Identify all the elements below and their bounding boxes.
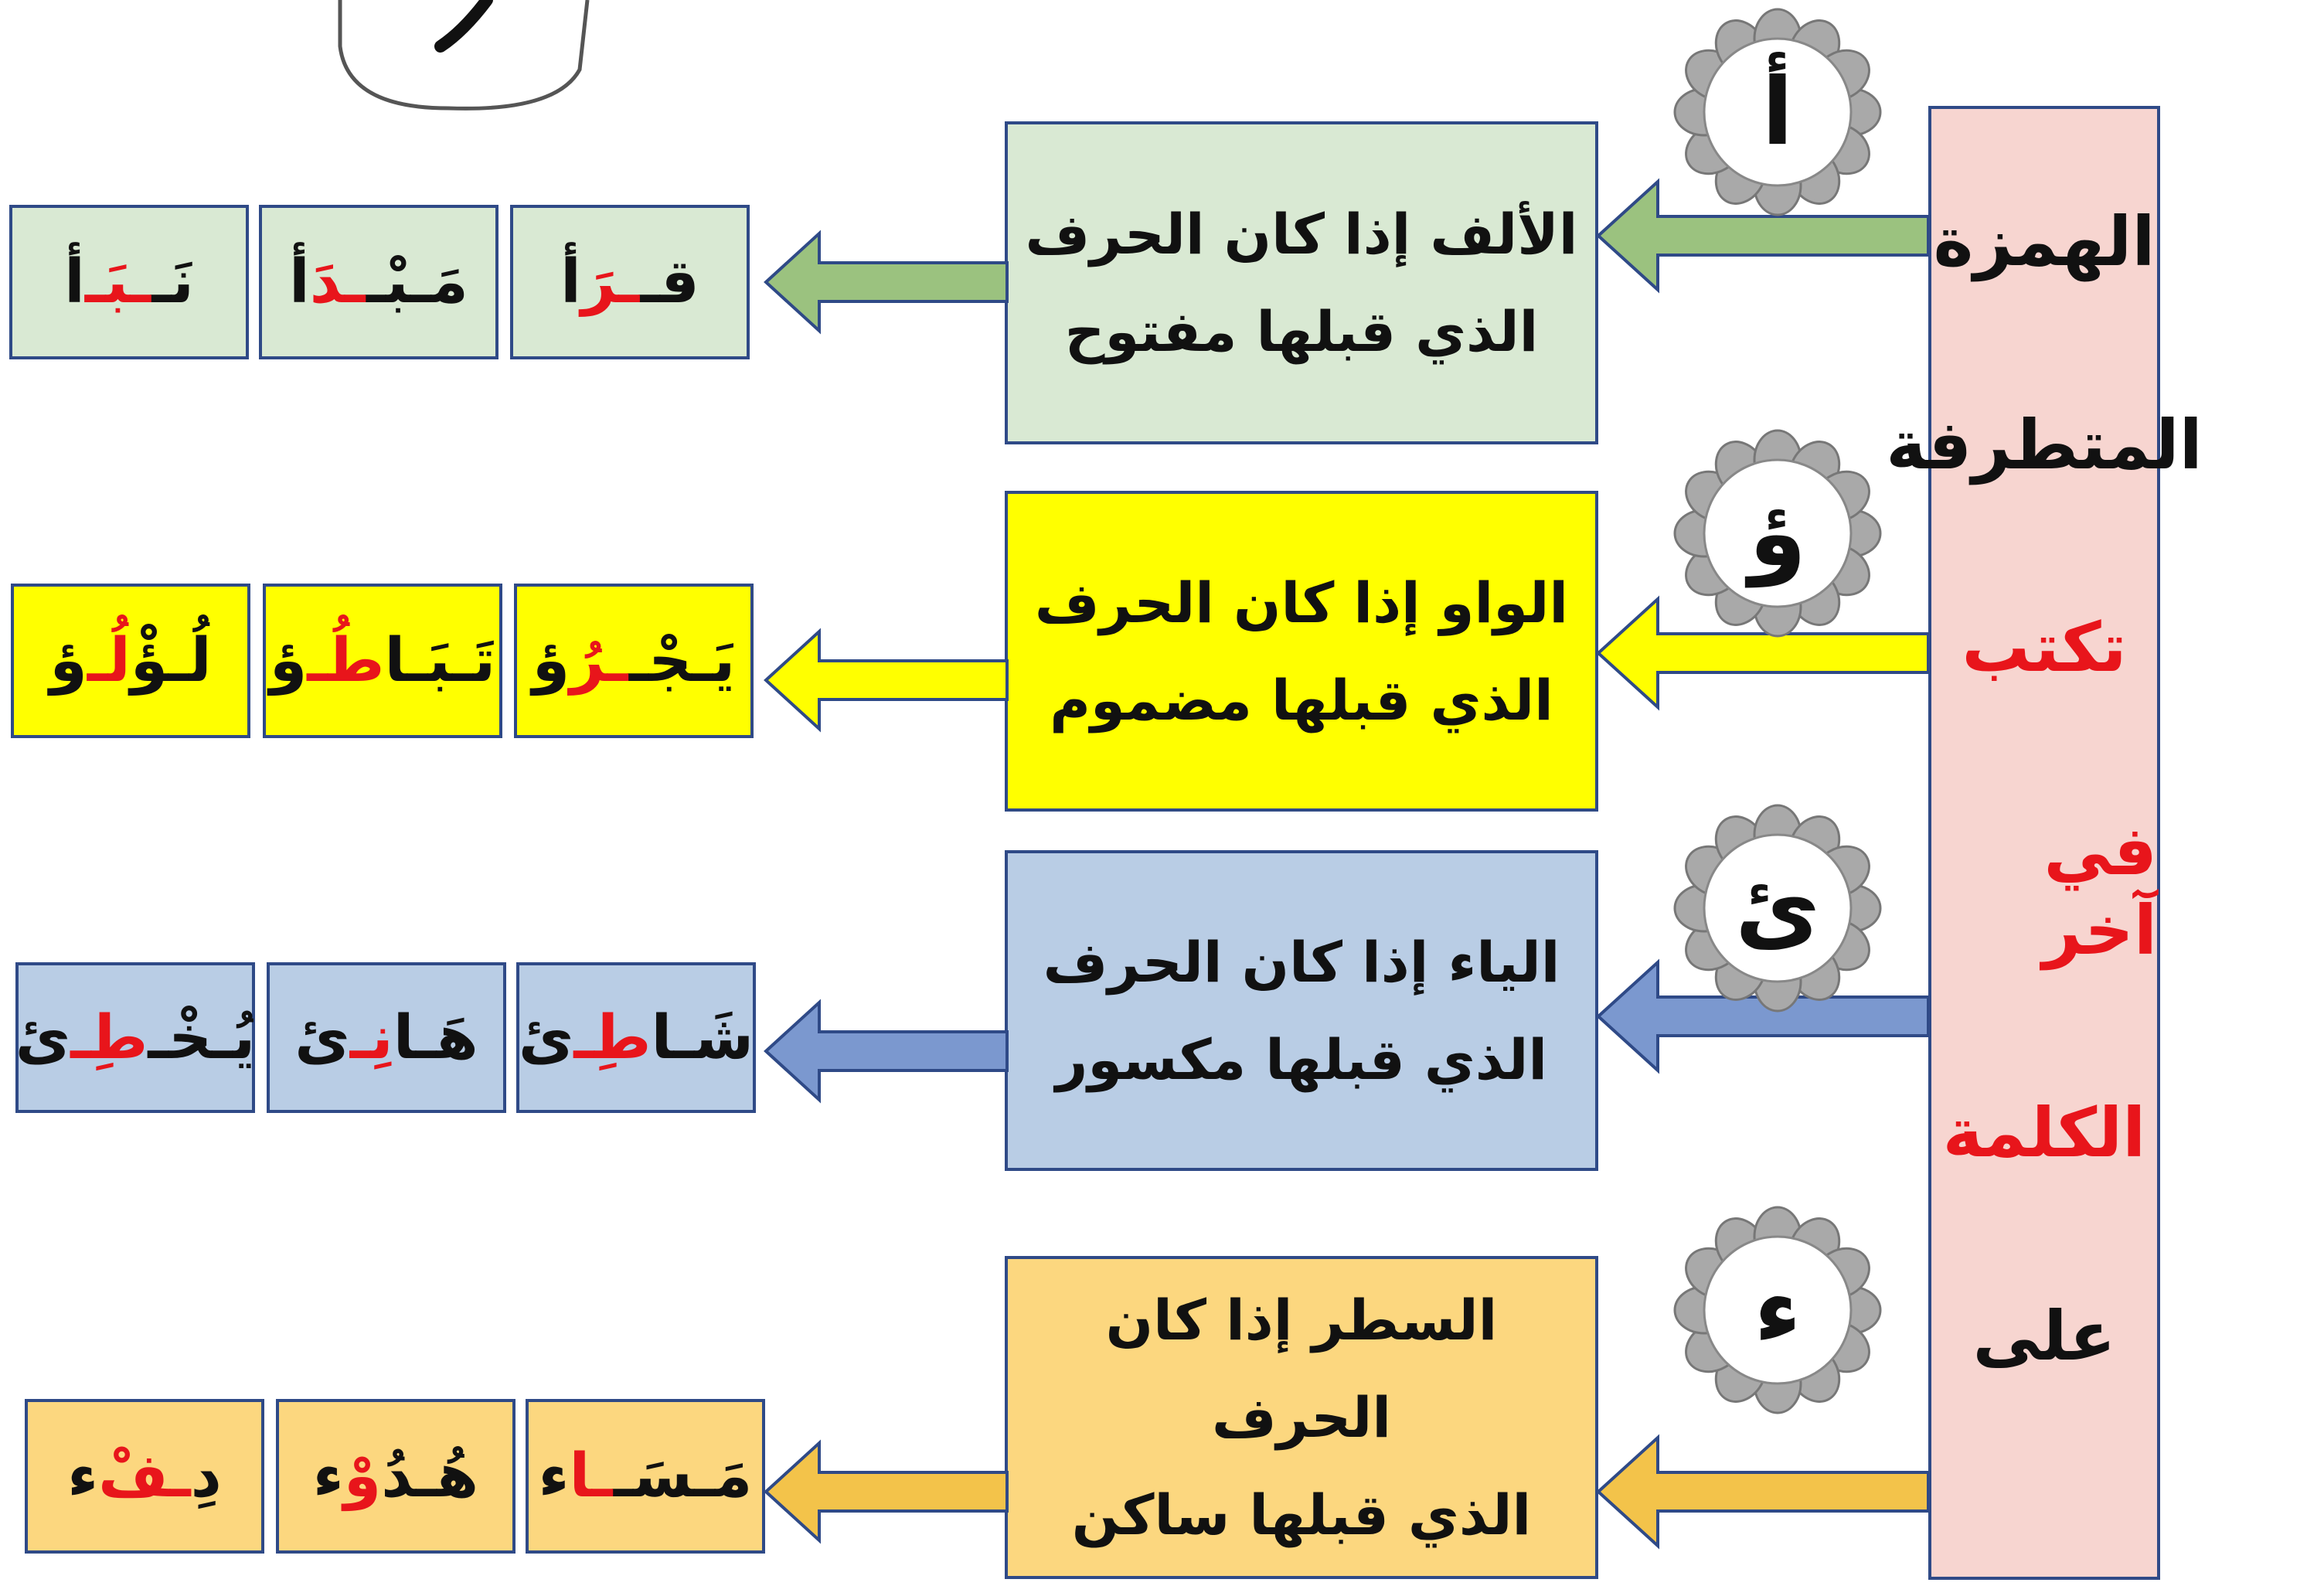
example-part-hamza: ء [312,1441,344,1511]
arrow-to-examples-4 [764,1439,1009,1544]
example-part-before: يُـخْـ [148,1002,256,1073]
letter-badge-4: ء [1673,1206,1882,1414]
example-part-before: هُـدُ [381,1441,479,1511]
letter-badge-3: ئ [1673,804,1882,1013]
rule-line-1: الواو إذا كان الحرف [1034,570,1569,635]
example-part-hamza: ؤ [49,626,87,696]
badge-letter: أ [1761,58,1794,166]
example-part-hamza: أ [289,247,310,317]
main-line-2: المتطرفة [1886,404,2203,485]
example-part-highlight: ـدَ [309,247,366,317]
example-part-highlight: ـا [569,1441,613,1511]
main-line-1: الهمزة [1933,202,2156,281]
example-part-before: شَـا [651,1002,754,1073]
rule-box-4: السطر إذا كان الحرف الذي قبلها ساكن [1005,1256,1598,1579]
rule-line-2: الذي قبلها مضموم [1050,667,1553,733]
arrow-to-examples-3 [764,999,1009,1104]
flower-badge-icon [1673,804,1882,1013]
main-title-box: الهمزة المتطرفة تكتب في آخر الكلمة على [1886,106,2203,1580]
example-part-before: مَـبْـ [365,247,468,317]
arrow-to-rule-2 [1596,595,1930,711]
example-part-hamza: أ [560,247,581,317]
example-part-before: نَـ [150,247,194,317]
example-part-before: قـ [639,247,699,317]
example-part-hamza: ء [538,1441,570,1511]
badge-letter: ئ [1735,854,1820,962]
example-part-highlight: ـبَـ [84,247,151,317]
arrow-to-examples-2 [764,628,1009,733]
rule-line-2: الذي قبلها ساكن [1071,1482,1532,1547]
arrow-to-rule-1 [1596,178,1930,294]
example-part-hamza: ئ [15,1002,71,1073]
rule-line-1: الألف إذا كان الحرف [1025,202,1578,267]
rule-box-2: الواو إذا كان الحرف الذي قبلها مضموم [1005,491,1598,812]
example-part-highlight: ـفْ [98,1441,191,1511]
example-part-hamza: ئ [518,1002,574,1073]
example-part-highlight: لُـ [87,626,131,696]
main-line-6: على [1972,1295,2116,1376]
badge-letter: ؤ [1748,479,1807,587]
example-part-before: لُـؤْ [130,626,212,696]
rule-line-2: الذي قبلها مكسور [1055,1026,1548,1092]
badge-letter: ء [1754,1256,1802,1364]
example-part-highlight: نِـ [349,1002,393,1073]
example-part-before: هَـا [393,1002,478,1073]
example-part-highlight: وْ [343,1441,382,1511]
arrow-to-rule-4 [1596,1434,1930,1550]
example-part-hamza: ء [67,1441,99,1511]
example-part-hamza: ؤ [532,626,570,696]
rule-box-1: الألف إذا كان الحرف الذي قبلها مفتوح [1005,121,1598,444]
example-part-hamza: ؤ [269,626,308,696]
flower-badge-icon [1673,1206,1882,1414]
flower-badge-icon [1673,8,1882,216]
example-part-before: تَـبَـا [384,626,496,696]
example-part-highlight: ـرَ [580,247,640,317]
arrow-to-rule-3 [1596,958,1930,1074]
main-line-4: في آخر [2042,810,2157,970]
main-line-3: تكتب [1962,608,2127,688]
letter-badge-2: ؤ [1673,429,1882,638]
top-decoration-shape [338,0,590,111]
example-word-4-2: هُـدُوْء [276,1399,515,1554]
rule-line-1: الياء إذا كان الحرف [1043,929,1560,995]
rule-line-1: السطر إذا كان الحرف [1105,1288,1498,1450]
rule-line-2: الذي قبلها مفتوح [1064,299,1539,364]
example-part-hamza: ئ [294,1002,350,1073]
letter-badge-1: أ [1673,8,1882,216]
example-part-before: دِ [190,1441,222,1511]
rule-box-3: الياء إذا كان الحرف الذي قبلها مكسور [1005,850,1598,1171]
example-part-highlight: طُـ [307,626,385,696]
example-word-4-3: دِـفْء [25,1399,264,1554]
main-line-5: الكلمة [1942,1093,2146,1173]
example-part-before: يَـجْـ [628,626,736,696]
flower-badge-icon [1673,429,1882,638]
example-part-hamza: أ [64,247,85,317]
example-part-highlight: طِـ [573,1002,652,1073]
example-part-highlight: ـرُ [570,626,628,696]
example-part-before: مَـسَـ [612,1441,753,1511]
example-part-highlight: طِـ [70,1002,148,1073]
arrow-to-examples-1 [764,230,1009,335]
